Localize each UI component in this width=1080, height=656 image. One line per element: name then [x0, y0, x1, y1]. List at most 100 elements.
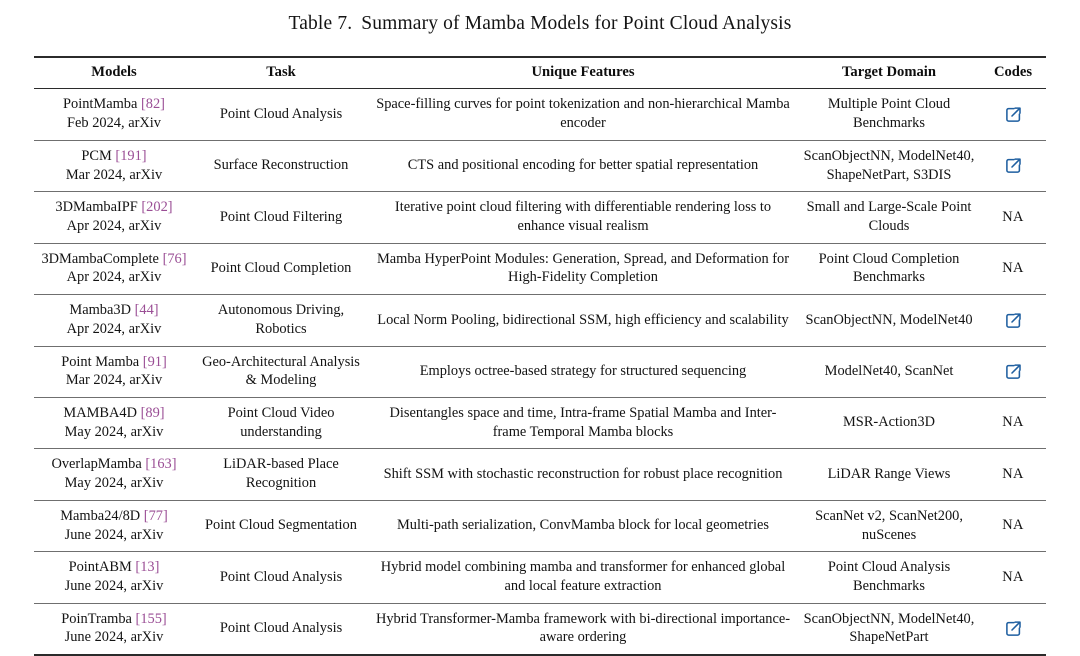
cell-target-domain: Point Cloud Analysis Benchmarks	[798, 551, 980, 604]
column-header-target-domain: Target Domain	[798, 56, 980, 90]
cell-unique-features: Hybrid model combining mamba and transfo…	[368, 551, 798, 604]
model-date: May 2024, arXiv	[64, 475, 164, 492]
cell-model: 3DMambaIPF [202]Apr 2024, arXiv	[34, 191, 194, 244]
cell-code[interactable]	[980, 88, 1046, 141]
model-title: PCM	[81, 147, 112, 164]
model-name: PCM [191]	[39, 147, 189, 166]
external-link-icon[interactable]	[1005, 363, 1022, 380]
cell-unique-features: Disentangles space and time, Intra-frame…	[368, 397, 798, 450]
table-header: Models Task Unique Features Target Domai…	[34, 56, 1046, 90]
cell-code[interactable]	[980, 603, 1046, 656]
cell-target-domain: ScanNet v2, ScanNet200, nuScenes	[798, 500, 980, 553]
cell-model: PCM [191]Mar 2024, arXiv	[34, 140, 194, 193]
code-not-available-label: NA	[1002, 414, 1024, 431]
model-name: PoinTramba [155]	[39, 610, 189, 629]
model-name: 3DMambaIPF [202]	[39, 198, 189, 217]
caption-label: Table 7.	[288, 13, 353, 34]
external-link-icon[interactable]	[1005, 157, 1022, 174]
cell-model: 3DMambaComplete [76]Apr 2024, arXiv	[34, 243, 194, 296]
model-date: Apr 2024, arXiv	[66, 217, 162, 234]
model-name: Mamba24/8D [77]	[39, 507, 189, 526]
model-title: Mamba24/8D	[60, 507, 141, 524]
external-link-icon[interactable]	[1005, 106, 1022, 123]
cell-task: Autonomous Driving, Robotics	[194, 294, 368, 347]
column-header-codes: Codes	[980, 56, 1046, 90]
cell-task: Point Cloud Completion	[194, 243, 368, 296]
cell-code[interactable]	[980, 294, 1046, 347]
header-row: Models Task Unique Features Target Domai…	[34, 56, 1046, 90]
external-link-icon[interactable]	[1005, 620, 1022, 637]
cell-model: Mamba3D [44]Apr 2024, arXiv	[34, 294, 194, 347]
cell-model: OverlapMamba [163] May 2024, arXiv	[34, 448, 194, 501]
cell-code: NA	[980, 448, 1046, 501]
model-name: Mamba3D [44]	[39, 301, 189, 320]
cell-unique-features: Space-filling curves for point tokenizat…	[368, 88, 798, 141]
cell-model: PointABM [13]June 2024, arXiv	[34, 551, 194, 604]
model-title: OverlapMamba	[51, 456, 142, 473]
cell-task: Point Cloud Segmentation	[194, 500, 368, 553]
cell-unique-features: Mamba HyperPoint Modules: Generation, Sp…	[368, 243, 798, 296]
cell-code[interactable]	[980, 140, 1046, 193]
model-date: Feb 2024, arXiv	[67, 115, 161, 132]
cell-code: NA	[980, 500, 1046, 553]
citation-reference[interactable]: [76]	[162, 250, 187, 267]
code-not-available-label: NA	[1002, 465, 1024, 482]
cell-code: NA	[980, 191, 1046, 244]
cell-code[interactable]	[980, 346, 1046, 399]
citation-reference[interactable]: [91]	[142, 353, 167, 370]
cell-task: Point Cloud Video understanding	[194, 397, 368, 450]
model-date: June 2024, arXiv	[64, 578, 164, 595]
cell-target-domain: MSR-Action3D	[798, 397, 980, 450]
code-not-available-label: NA	[1002, 568, 1024, 585]
cell-unique-features: CTS and positional encoding for better s…	[368, 140, 798, 193]
cell-target-domain: Small and Large-Scale Point Clouds	[798, 191, 980, 244]
citation-reference[interactable]: [155]	[135, 610, 167, 627]
model-title: Mamba3D	[69, 302, 131, 319]
cell-model: PointMamba [82]Feb 2024, arXiv	[34, 88, 194, 141]
cell-unique-features: Iterative point cloud filtering with dif…	[368, 191, 798, 244]
citation-reference[interactable]: [44]	[134, 302, 159, 319]
external-link-icon[interactable]	[1005, 312, 1022, 329]
cell-unique-features: Hybrid Transformer-Mamba framework with …	[368, 603, 798, 656]
code-not-available-label: NA	[1002, 208, 1024, 225]
citation-reference[interactable]: [77]	[143, 507, 168, 524]
model-name: 3DMambaComplete [76]	[39, 250, 189, 269]
caption-text: Summary of Mamba Models for Point Cloud …	[361, 13, 792, 34]
cell-task: Point Cloud Analysis	[194, 88, 368, 141]
model-date: Apr 2024, arXiv	[66, 320, 162, 337]
cell-model: Mamba24/8D [77]June 2024, arXiv	[34, 500, 194, 553]
table-container: Models Task Unique Features Target Domai…	[34, 35, 1046, 656]
cell-model: Point Mamba [91]Mar 2024, arXiv	[34, 346, 194, 399]
citation-reference[interactable]: [13]	[135, 559, 160, 576]
model-date: Mar 2024, arXiv	[65, 166, 163, 183]
cell-task: Geo-Architectural Analysis & Modeling	[194, 346, 368, 399]
citation-reference[interactable]: [89]	[140, 405, 165, 422]
model-date: Apr 2024, arXiv	[66, 269, 162, 286]
column-header-models: Models	[34, 56, 194, 90]
model-name: Point Mamba [91]	[39, 353, 189, 372]
citation-reference[interactable]: [202]	[141, 199, 173, 216]
citation-reference[interactable]: [163]	[145, 456, 177, 473]
table-caption: Table 7. Summary of Mamba Models for Poin…	[0, 0, 1080, 35]
cell-target-domain: ScanObjectNN, ModelNet40, ShapeNetPart	[798, 603, 980, 656]
cell-target-domain: Point Cloud Completion Benchmarks	[798, 243, 980, 296]
cell-code: NA	[980, 551, 1046, 604]
model-title: Point Mamba	[61, 353, 140, 370]
citation-reference[interactable]: [191]	[115, 147, 147, 164]
cell-unique-features: Local Norm Pooling, bidirectional SSM, h…	[368, 294, 798, 347]
column-header-unique-features: Unique Features	[368, 56, 798, 90]
cell-model: PoinTramba [155]June 2024, arXiv	[34, 603, 194, 656]
cell-model: MAMBA4D [89]May 2024, arXiv	[34, 397, 194, 450]
cell-task: Point Cloud Analysis	[194, 551, 368, 604]
citation-reference[interactable]: [82]	[140, 96, 165, 113]
